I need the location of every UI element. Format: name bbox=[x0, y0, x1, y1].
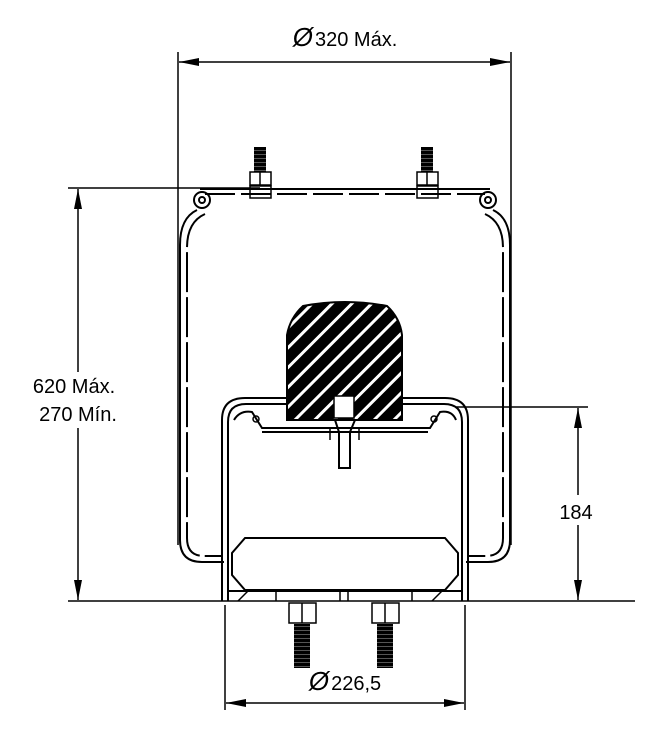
bottom-stud-right bbox=[371, 602, 400, 668]
diameter-symbol: Ø bbox=[308, 666, 331, 696]
top-stud-left bbox=[249, 147, 272, 186]
height-min-label: 270 Mín. bbox=[39, 404, 117, 426]
top-diameter-value: 320 Máx. bbox=[315, 29, 397, 51]
top-stud-right bbox=[416, 147, 439, 186]
rubber-bellows bbox=[179, 209, 511, 563]
height-max-label: 620 Máx. bbox=[33, 376, 115, 398]
bottom-stud-left bbox=[288, 602, 317, 668]
bump-stop bbox=[286, 301, 403, 469]
bottom-diameter-value: 226,5 bbox=[331, 673, 381, 695]
piston bbox=[221, 397, 469, 602]
piston-height-label: 184 bbox=[559, 502, 592, 524]
height-dimension: 620 Máx. 270 Mín. bbox=[15, 187, 635, 602]
top-plate bbox=[193, 185, 497, 209]
piston-height-dimension: 184 bbox=[455, 406, 600, 600]
diameter-symbol: Ø bbox=[292, 22, 315, 52]
